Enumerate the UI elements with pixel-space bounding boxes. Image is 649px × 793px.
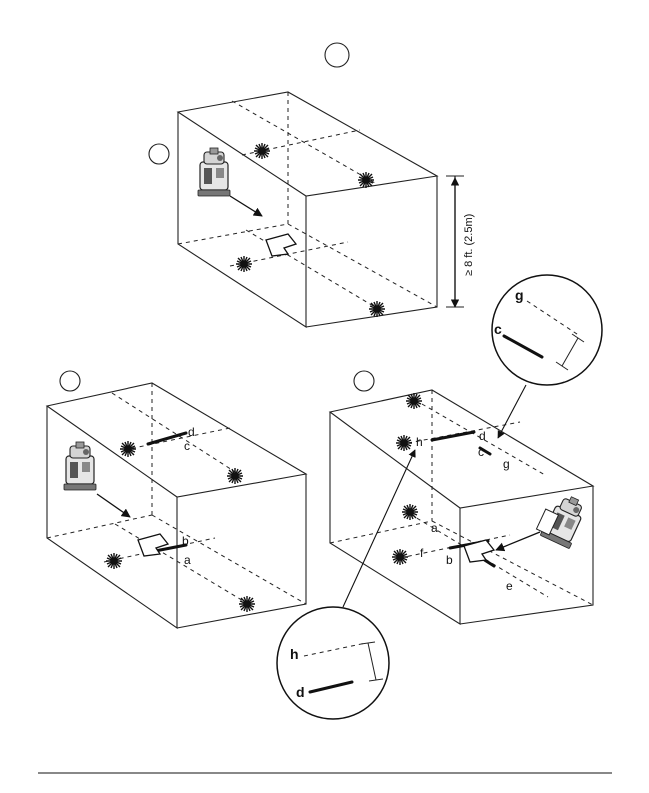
laser-point-icon — [227, 468, 243, 484]
laser-point-icon — [106, 553, 122, 569]
label-c: c — [494, 321, 502, 337]
label-g: g — [503, 457, 510, 471]
laser-point-icon — [396, 435, 412, 451]
laser-point-icon — [402, 504, 418, 520]
step-circle-icon — [325, 43, 349, 67]
move-arrow — [496, 532, 540, 550]
label-f: f — [420, 546, 424, 560]
label-d: d — [188, 425, 195, 439]
laser-level-icon — [535, 489, 590, 549]
step-circle-icon — [60, 371, 80, 391]
label-c: c — [478, 445, 484, 459]
room-box — [178, 92, 437, 327]
dimension-label: ≥ 8 ft. (2.5m) — [463, 214, 475, 276]
laser-point-icon — [120, 441, 136, 457]
zoom-callout-hd: h d — [277, 450, 415, 719]
laser-point-icon — [254, 143, 270, 159]
zoom-callout-gc: g c — [492, 275, 602, 438]
label-a: a — [184, 553, 191, 567]
move-arrow — [230, 196, 262, 216]
label-g: g — [515, 287, 524, 303]
step-circle-icon — [149, 144, 169, 164]
label-d: d — [296, 684, 305, 700]
laser-point-icon — [358, 172, 374, 188]
laser-point-icon — [406, 393, 422, 409]
move-arrow — [97, 494, 130, 517]
step-2-diagram: d c b a — [47, 371, 306, 628]
mark-d — [432, 432, 474, 440]
room-box — [47, 383, 306, 628]
label-d: d — [479, 429, 486, 443]
laser-lines — [400, 400, 548, 597]
room-box — [330, 390, 593, 624]
step-3-diagram: h d c g a f b e — [330, 371, 593, 624]
label-a: a — [431, 521, 438, 535]
target-plate-icon — [266, 234, 296, 256]
laser-lines — [230, 101, 380, 310]
label-h: h — [290, 646, 299, 662]
step-circle-icon — [354, 371, 374, 391]
laser-point-icon — [392, 549, 408, 565]
callout-pointer — [498, 385, 526, 438]
laser-level-icon — [198, 148, 230, 196]
laser-point-icon — [239, 596, 255, 612]
laser-point-icon — [236, 256, 252, 272]
laser-point-icon — [369, 301, 385, 317]
callout-pointer — [343, 450, 415, 607]
label-h: h — [416, 435, 423, 449]
label-b: b — [182, 534, 189, 548]
height-dimension: ≥ 8 ft. (2.5m) — [446, 176, 475, 307]
label-c: c — [184, 439, 190, 453]
step-1-diagram: ≥ 8 ft. (2.5m) — [149, 43, 475, 327]
label-b: b — [446, 553, 453, 567]
label-e: e — [506, 579, 513, 593]
laser-level-icon — [64, 442, 96, 490]
